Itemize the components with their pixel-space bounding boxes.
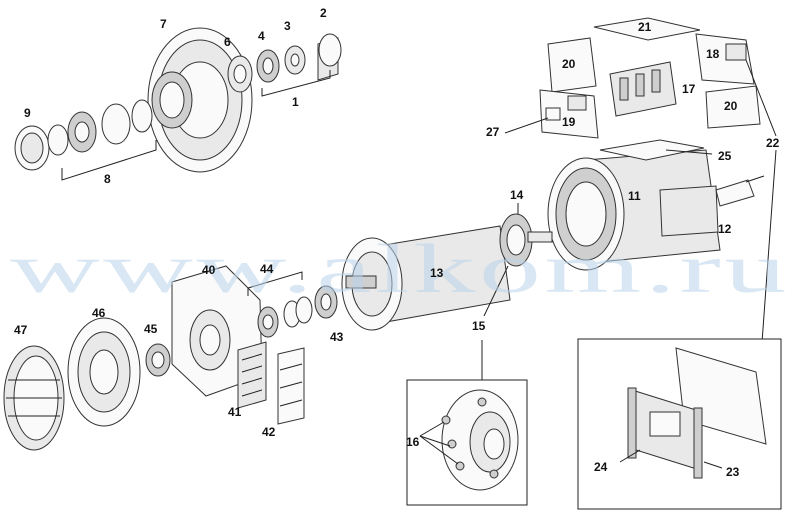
label-44: 44: [260, 262, 274, 276]
label-15: 15: [472, 319, 486, 333]
end-shield-7: [147, 27, 253, 173]
label-12: 12: [718, 222, 732, 236]
label-46: 46: [92, 306, 106, 320]
label-14: 14: [510, 188, 524, 202]
inset-avr: [577, 338, 782, 510]
bracket-8: [61, 140, 157, 181]
bracket-1: [261, 70, 331, 97]
leader-22: [745, 59, 777, 137]
label-20-right: 20: [724, 99, 738, 113]
leader-24: [619, 449, 641, 463]
label-1: 1: [292, 95, 299, 109]
label-13: 13: [430, 266, 444, 280]
guard-ring-47: [3, 345, 65, 451]
label-22: 22: [766, 136, 780, 150]
label-47: 47: [14, 323, 28, 337]
label-7: 7: [160, 17, 167, 31]
fan-46: [67, 317, 141, 427]
label-24: 24: [594, 460, 608, 474]
rotor-13: [341, 213, 553, 331]
label-2: 2: [320, 6, 327, 20]
label-25: 25: [718, 149, 732, 163]
label-23: 23: [726, 465, 740, 479]
filter-box-42: [277, 347, 305, 425]
label-9: 9: [24, 106, 31, 120]
label-17: 17: [682, 82, 696, 96]
leader-25: [665, 149, 713, 155]
label-41: 41: [228, 405, 242, 419]
label-43: 43: [330, 330, 344, 344]
leader-22-b: [759, 149, 777, 371]
label-20-left: 20: [562, 57, 576, 71]
label-8: 8: [104, 172, 111, 186]
leader-27: [504, 117, 549, 134]
label-3: 3: [284, 19, 291, 33]
bracket-44: [247, 271, 303, 296]
label-45: 45: [144, 322, 158, 336]
inset-rectifier: [406, 379, 528, 506]
watermark-text: www.alkom.ru: [10, 231, 790, 308]
cap-45: [145, 343, 171, 377]
label-4: 4: [258, 29, 265, 43]
stator-11: [547, 139, 765, 271]
label-16: 16: [406, 435, 420, 449]
leader-23: [703, 461, 723, 469]
bearing-group-1: [227, 33, 342, 93]
label-27: 27: [486, 125, 500, 139]
bearing-group-8: [14, 99, 153, 171]
bearing-group-44: [257, 285, 338, 338]
label-19: 19: [562, 115, 576, 129]
label-6: 6: [224, 35, 231, 49]
label-42: 42: [262, 425, 276, 439]
label-18: 18: [706, 47, 720, 61]
label-40: 40: [202, 263, 216, 277]
grille-41: [237, 341, 267, 409]
label-21: 21: [638, 20, 652, 34]
leader-15: [483, 265, 509, 317]
terminal-box: [539, 17, 761, 139]
label-11: 11: [628, 189, 641, 203]
